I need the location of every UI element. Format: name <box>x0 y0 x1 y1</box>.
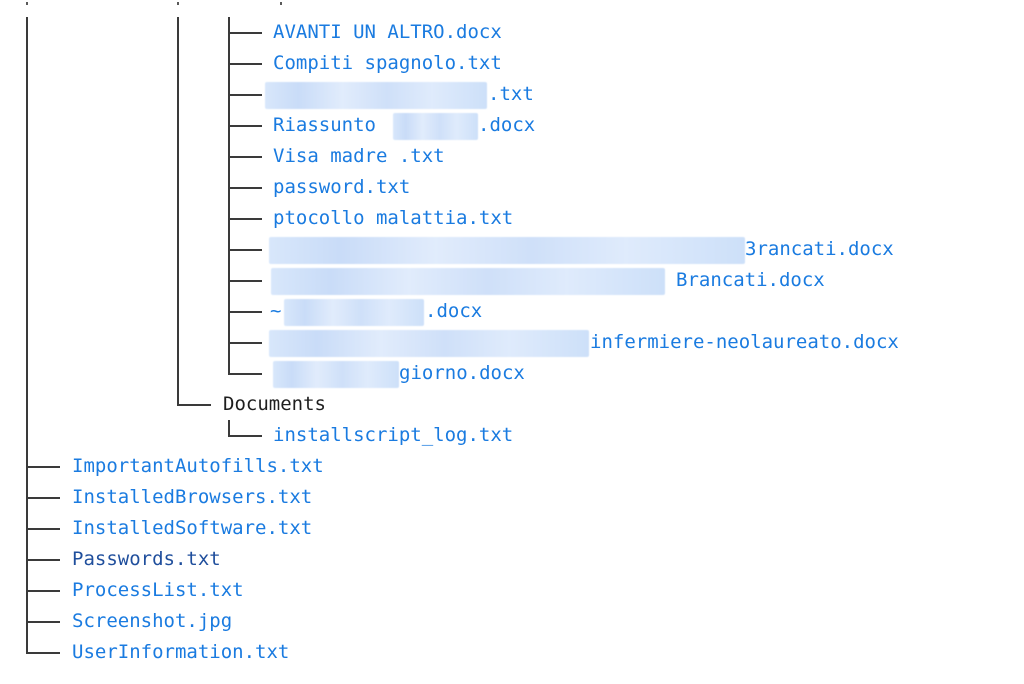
redacted-text <box>284 299 424 326</box>
tree-item-folder[interactable]: Documents <box>0 389 1024 420</box>
file-name[interactable]: infermiere-neolaureato.docx <box>590 331 899 353</box>
tree-item-file[interactable]: Riassunto .docx <box>0 110 1024 141</box>
tree-item-file[interactable]: infermiere-neolaureato.docx <box>0 327 1024 358</box>
tree-item-file[interactable]: installscript_log.txt <box>0 420 1024 451</box>
redacted-text <box>269 330 589 357</box>
file-name[interactable]: ProcessList.txt <box>72 579 244 601</box>
file-name[interactable]: password.txt <box>273 176 411 198</box>
redacted-text <box>269 237 745 264</box>
tree-item-file[interactable]: Visa madre .txt <box>0 141 1024 172</box>
tree-item-file[interactable]: InstalledSoftware.txt <box>0 513 1024 544</box>
redacted-text <box>273 361 399 388</box>
file-name[interactable]: InstalledBrowsers.txt <box>72 486 313 508</box>
tree-item-file[interactable]: ProcessList.txt <box>0 575 1024 606</box>
tree-item-file[interactable]: ~ .docx <box>0 296 1024 327</box>
tree-item-file[interactable]: .txt <box>0 79 1024 110</box>
tree-item-file[interactable]: InstalledBrowsers.txt <box>0 482 1024 513</box>
tree-item-file[interactable]: Passwords.txt <box>0 544 1024 575</box>
tree-item-file[interactable]: Screenshot.jpg <box>0 606 1024 637</box>
redacted-text <box>265 82 487 109</box>
file-name[interactable]: Compiti spagnolo.txt <box>273 52 502 74</box>
file-name[interactable]: Screenshot.jpg <box>72 610 233 632</box>
file-name[interactable]: .docx <box>425 300 483 322</box>
file-name[interactable]: 3rancati.docx <box>745 238 894 260</box>
file-name[interactable]: Brancati.docx <box>676 269 825 291</box>
tree-item-file[interactable]: UserInformation.txt <box>0 637 1024 668</box>
tree-item-file[interactable]: password.txt <box>0 172 1024 203</box>
tree-item-file[interactable]: ptocollo malattia.txt <box>0 203 1024 234</box>
file-name[interactable]: InstalledSoftware.txt <box>72 517 313 539</box>
file-name[interactable]: ImportantAutofills.txt <box>72 455 324 477</box>
file-name[interactable]: AVANTI UN ALTRO.docx <box>273 21 502 43</box>
file-name[interactable]: .txt <box>488 83 534 105</box>
redacted-text <box>271 268 665 295</box>
file-name-prefix[interactable]: Riassunto <box>273 114 376 136</box>
file-name[interactable]: Visa madre .txt <box>273 145 445 167</box>
file-name[interactable]: ptocollo malattia.txt <box>273 207 514 229</box>
file-name[interactable]: Passwords.txt <box>72 548 221 570</box>
file-name[interactable]: giorno.docx <box>399 362 525 384</box>
tree-continuation-mark <box>26 2 28 5</box>
tree-item-file[interactable]: AVANTI UN ALTRO.docx <box>0 17 1024 48</box>
file-name[interactable]: installscript_log.txt <box>273 424 514 446</box>
file-name[interactable]: UserInformation.txt <box>72 641 290 663</box>
tree-item-file[interactable]: ImportantAutofills.txt <box>0 451 1024 482</box>
tree-item-file[interactable]: giorno.docx <box>0 358 1024 389</box>
file-name-prefix[interactable]: ~ <box>270 300 282 322</box>
folder-name[interactable]: Documents <box>223 393 326 415</box>
file-name[interactable]: .docx <box>478 114 536 136</box>
tree-continuation-mark <box>177 2 179 5</box>
tree-item-file[interactable]: Brancati.docx <box>0 265 1024 296</box>
redacted-text <box>393 113 478 140</box>
tree-item-file[interactable]: 3rancati.docx <box>0 234 1024 265</box>
tree-item-file[interactable]: Compiti spagnolo.txt <box>0 48 1024 79</box>
tree-continuation-mark <box>280 2 282 5</box>
